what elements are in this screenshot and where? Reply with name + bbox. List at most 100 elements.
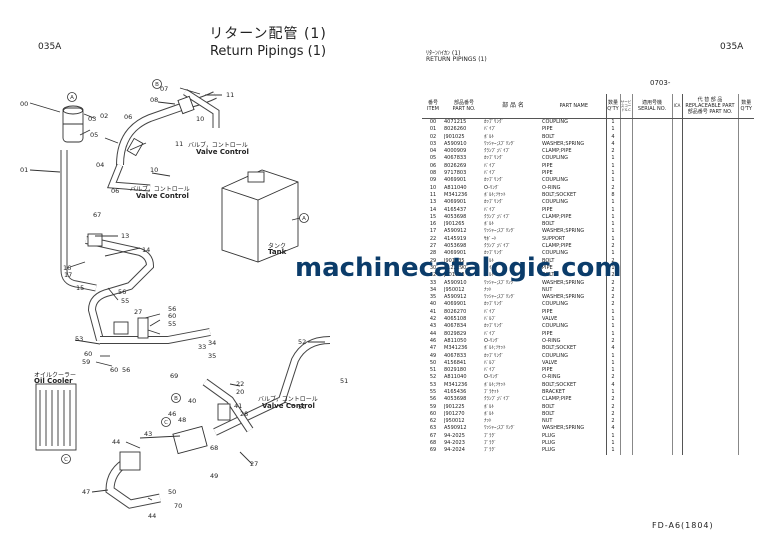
- cell-ica: [671, 162, 682, 171]
- callout-05: 05: [90, 131, 99, 139]
- cell-name-jp: ｶｯﾌﾟﾘﾝｸﾞ: [484, 119, 505, 125]
- cell-repl-qty: [737, 316, 754, 324]
- cell-part-no: 4053698: [444, 213, 467, 220]
- ref-c1: C: [164, 420, 168, 426]
- cell-part-no: 8029180: [444, 367, 467, 374]
- cell-repl-part-no: [681, 323, 738, 331]
- cell-qty: 4: [605, 140, 620, 149]
- cell-ica: [671, 184, 682, 192]
- cell-part-name: WASHER;SPRING: [542, 228, 585, 235]
- cell-service-code: [619, 337, 632, 346]
- cell-repl-part-no: [681, 359, 738, 368]
- cell-part-name: WASHER;SPRING: [542, 140, 585, 147]
- cell-name-jp: ｶｯﾌﾟﾘﾝｸﾞ: [484, 199, 505, 206]
- cell-serial: [631, 323, 672, 331]
- cell-item: 27: [429, 243, 437, 250]
- cell-qty: 1: [605, 250, 620, 258]
- cell-name-jp: ﾊﾞﾙﾌﾞ: [484, 316, 497, 323]
- cell-service-code: [619, 257, 632, 265]
- cell-ica: [671, 345, 682, 353]
- cell-item: 40: [429, 301, 437, 308]
- cell-repl-qty: [737, 374, 754, 382]
- callout-63c: 60: [110, 366, 119, 374]
- cell-service-code: [619, 418, 632, 426]
- cell-part-name: SUPPORT: [542, 235, 565, 242]
- cell-ica: [671, 126, 682, 134]
- callout-63b: 60: [84, 350, 93, 358]
- cell-name-jp: ﾎﾞﾙﾄ: [484, 410, 495, 417]
- cell-ica: [671, 191, 682, 200]
- callout-42: 43: [144, 430, 153, 438]
- cell-item: 14: [429, 206, 437, 213]
- callout-07: 06: [124, 113, 133, 121]
- cell-name-jp: ﾊﾟｲﾌﾟ: [484, 330, 497, 337]
- cell-part-no: 4067834: [444, 323, 467, 330]
- cell-part-name: COUPLING: [542, 301, 568, 308]
- cell-service-code: [619, 126, 632, 134]
- cell-repl-qty: [737, 425, 754, 433]
- cell-name-jp: ﾌﾟﾗｸﾞ: [484, 432, 497, 439]
- cell-service-code: [619, 396, 632, 404]
- cell-serial: [631, 213, 672, 222]
- cell-qty: 1: [605, 388, 620, 397]
- cell-part-no: M341236: [444, 345, 468, 352]
- cell-repl-part-no: [681, 191, 738, 200]
- callout-11b: 11: [175, 140, 184, 148]
- cell-item: 52: [429, 374, 437, 381]
- cell-part-name: BOLT: [542, 403, 555, 410]
- callout-53: 52: [298, 338, 307, 346]
- cell-repl-qty: [737, 432, 754, 441]
- cell-part-name: PIPE: [542, 206, 553, 213]
- cell-serial: [631, 410, 672, 419]
- cell-qty: 2: [605, 418, 620, 426]
- cell-repl-qty: [737, 177, 754, 185]
- cell-ica: [671, 228, 682, 236]
- cell-repl-part-no: [681, 367, 738, 375]
- cell-repl-part-no: [681, 184, 738, 192]
- cell-ica: [671, 257, 682, 265]
- cell-ica: [671, 140, 682, 149]
- cell-name-jp: ﾎﾞﾙﾄ: [484, 133, 495, 140]
- cell-part-no: 94-2024: [444, 447, 465, 454]
- cell-service-code: [619, 286, 632, 295]
- cell-name-jp: ﾊﾟｲﾌﾟ: [484, 264, 497, 271]
- cell-service-code: [619, 162, 632, 171]
- cell-service-code: [619, 272, 632, 280]
- cell-repl-part-no: [681, 432, 738, 441]
- cell-part-name: CLAMP;PIPE: [542, 243, 572, 250]
- cell-part-name: BOLT;SOCKET: [542, 345, 577, 352]
- cell-serial: [631, 206, 672, 214]
- cell-part-name: O-RING: [542, 184, 561, 191]
- cell-part-name: NUT: [542, 286, 553, 293]
- cell-item: 59: [429, 403, 437, 410]
- callout-50: 50: [168, 488, 177, 496]
- cell-qty: 2: [605, 272, 620, 280]
- cell-ica: [671, 133, 682, 141]
- cell-part-name: PIPE: [542, 367, 553, 374]
- cell-repl-qty: [737, 206, 754, 214]
- valve-control-1: Valve Control: [196, 148, 249, 156]
- cell-part-no: J950012: [444, 418, 465, 425]
- cell-part-name: PLUG: [542, 447, 556, 454]
- cell-item: 29: [429, 257, 437, 264]
- cell-name-jp: ﾊﾟｲﾌﾟ: [484, 308, 497, 315]
- cell-part-no: 9717803: [444, 170, 467, 177]
- cell-item: 03: [429, 140, 437, 147]
- callout-44: 44: [148, 512, 157, 520]
- cell-service-code: [619, 316, 632, 324]
- cell-part-name: COUPLING: [542, 155, 568, 162]
- cell-item: 33: [429, 279, 437, 286]
- cell-part-no: A590912: [444, 294, 467, 301]
- cell-part-name: PLUG: [542, 440, 556, 447]
- cell-repl-qty: [737, 170, 754, 178]
- cell-part-no: 8026270: [444, 308, 467, 315]
- cell-ica: [671, 367, 682, 375]
- callout-48: 48: [178, 416, 187, 424]
